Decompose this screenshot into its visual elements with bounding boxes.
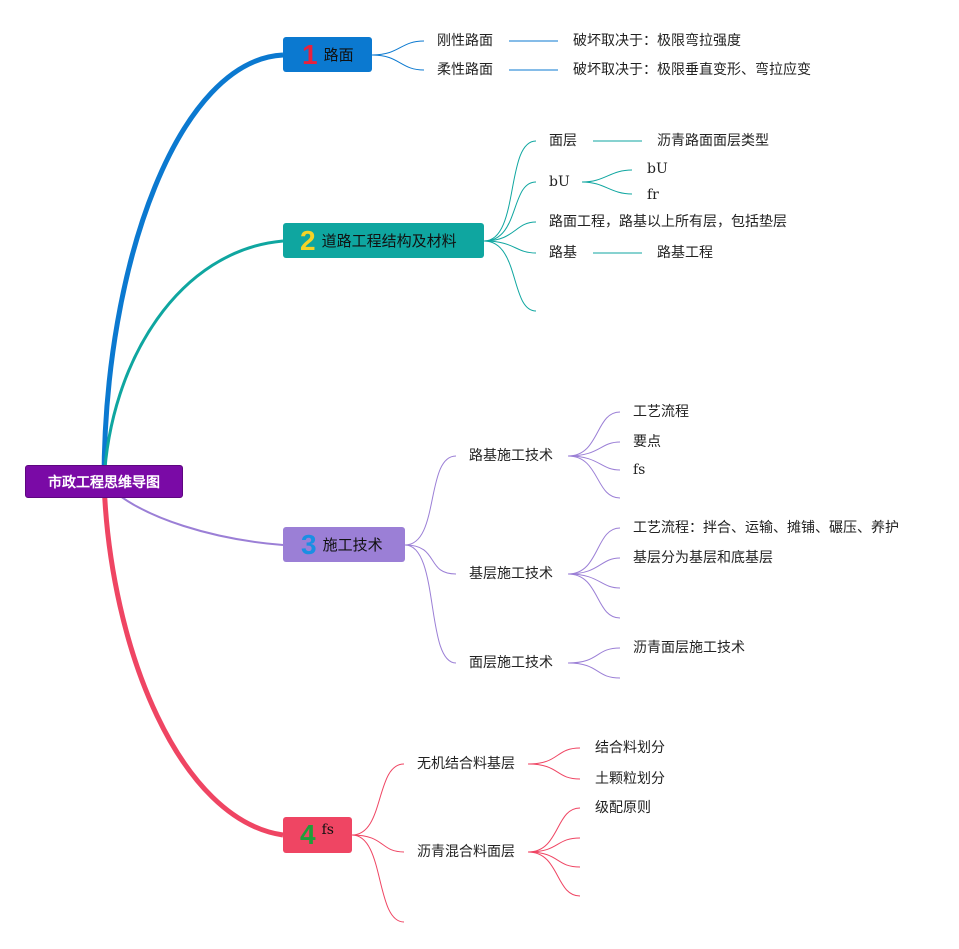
topic-rigid-pavement[interactable]: 刚性路面 [437, 33, 493, 49]
branch-label: fs [321, 822, 334, 838]
topic-binder-classification[interactable]: 结合料划分 [595, 740, 665, 756]
topic-base-layers[interactable]: 基层分为基层和底基层 [633, 550, 773, 566]
topic-process[interactable]: 工艺流程 [633, 404, 689, 420]
topic-asphalt-construction[interactable]: 沥青面层施工技术 [633, 640, 745, 656]
topic-bu[interactable]: bU [549, 174, 570, 190]
topic-surface-detail[interactable]: 沥青路面面层类型 [657, 133, 769, 149]
branch-node-4[interactable]: 4 fs [283, 817, 352, 853]
topic-pavement-engineering[interactable]: 路面工程，路基以上所有层，包括垫层 [549, 214, 787, 230]
topic-gradation-principle[interactable]: 级配原则 [595, 800, 651, 816]
topic-bu-child[interactable]: bU [647, 161, 668, 177]
number-badge: 4 [300, 819, 316, 850]
topic-inorganic-base[interactable]: 无机结合料基层 [417, 756, 515, 772]
branch-label: 路面 [323, 46, 354, 64]
topic-particle-classification[interactable]: 土颗粒划分 [595, 771, 665, 787]
topic-fs[interactable]: fs [633, 462, 646, 478]
topic-key-points[interactable]: 要点 [633, 434, 661, 450]
branch-node-3[interactable]: 3 施工技术 [283, 527, 405, 562]
branch-label: 道路工程结构及材料 [321, 232, 457, 250]
topic-base-process[interactable]: 工艺流程：拌合、运输、摊铺、碾压、养护 [633, 520, 899, 536]
topic-rigid-detail[interactable]: 破坏取决于：极限弯拉强度 [573, 33, 741, 49]
topic-surface-construction[interactable]: 面层施工技术 [469, 655, 553, 671]
topic-subgrade-construction[interactable]: 路基施工技术 [469, 448, 553, 464]
number-badge: 1 [302, 38, 318, 70]
branch-node-2[interactable]: 2 道路工程结构及材料 [283, 223, 484, 258]
topic-subgrade[interactable]: 路基 [549, 245, 577, 261]
number-badge: 2 [300, 224, 316, 256]
topic-asphalt-mixture[interactable]: 沥青混合料面层 [417, 844, 515, 860]
topic-subgrade-detail[interactable]: 路基工程 [657, 245, 713, 261]
topic-base-construction[interactable]: 基层施工技术 [469, 566, 553, 582]
root-node[interactable]: 市政工程思维导图 [25, 465, 183, 498]
branch-label: 施工技术 [322, 536, 383, 554]
root-label: 市政工程思维导图 [48, 474, 160, 491]
topic-fr-child[interactable]: fr [647, 187, 659, 203]
topic-flexible-detail[interactable]: 破坏取决于：极限垂直变形、弯拉应变 [573, 62, 811, 78]
topic-flexible-pavement[interactable]: 柔性路面 [437, 62, 493, 78]
topic-surface-layer[interactable]: 面层 [549, 133, 577, 149]
branch-node-1[interactable]: 1 路面 [283, 37, 372, 72]
number-badge: 3 [301, 528, 317, 560]
